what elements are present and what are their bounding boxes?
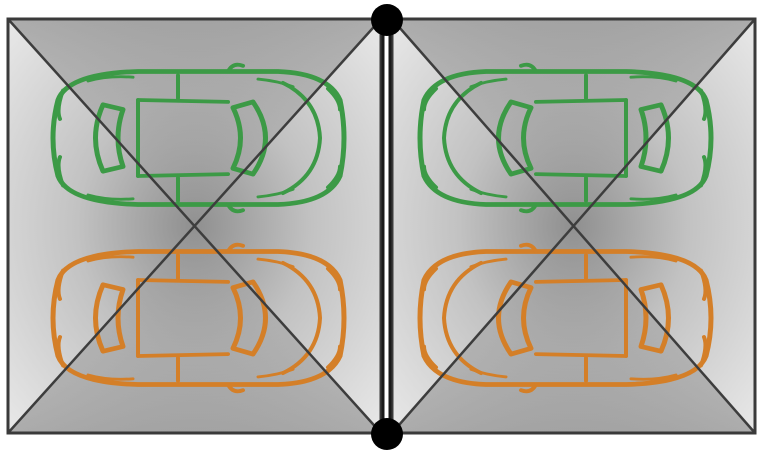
right-panel bbox=[392, 19, 755, 433]
hinge-top-dot bbox=[371, 4, 403, 36]
hinge-bottom-dot bbox=[371, 418, 403, 450]
left-panel bbox=[8, 19, 381, 433]
